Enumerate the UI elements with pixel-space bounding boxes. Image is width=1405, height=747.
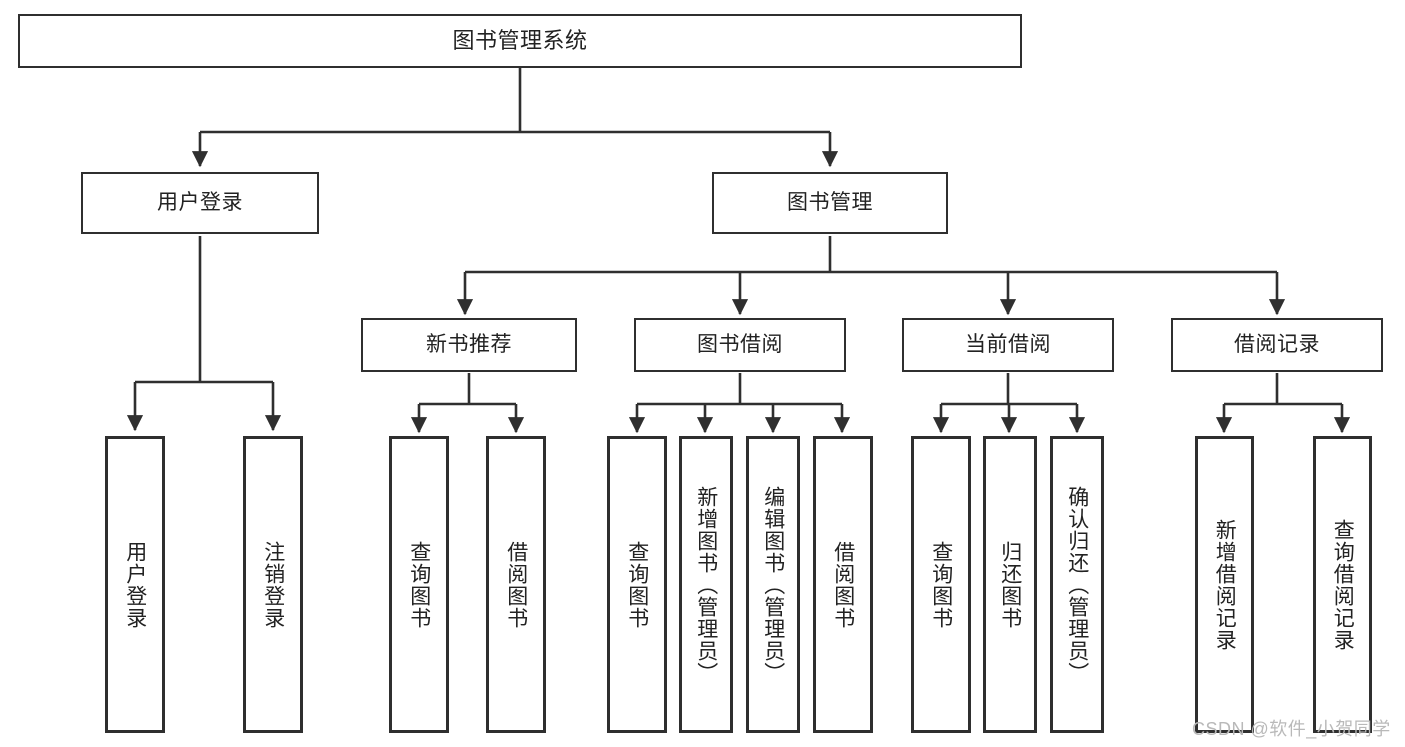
- leaf-current-borrow-query-book[interactable]: 查询图书: [911, 436, 971, 733]
- leaf-user-login-login[interactable]: 用户登录: [105, 436, 165, 733]
- node-label: 用户登录: [123, 540, 147, 629]
- leaf-borrow-record-add-record[interactable]: 新增借阅记录: [1195, 436, 1254, 733]
- leaf-book-borrow-borrow-book[interactable]: 借阅图书: [813, 436, 873, 733]
- node-book-borrow[interactable]: 图书借阅: [634, 318, 846, 372]
- node-label: 当前借阅: [965, 332, 1051, 356]
- node-current-borrow[interactable]: 当前借阅: [902, 318, 1114, 372]
- node-label: 图书借阅: [697, 332, 783, 356]
- leaf-book-borrow-edit-book-admin[interactable]: 编辑图书（管理员）: [746, 436, 800, 733]
- node-label: 查询图书: [929, 540, 953, 629]
- node-label: 图书管理系统: [452, 28, 588, 54]
- node-label: 图书管理: [787, 190, 873, 214]
- node-label: 新增借阅记录: [1213, 518, 1237, 651]
- node-root-book-management-system[interactable]: 图书管理系统: [18, 14, 1022, 68]
- leaf-current-borrow-confirm-return-admin[interactable]: 确认归还（管理员）: [1050, 436, 1104, 733]
- leaf-book-borrow-add-book-admin[interactable]: 新增图书（管理员）: [679, 436, 733, 733]
- node-label: 编辑图书（管理员）: [761, 485, 785, 684]
- node-label: 新增图书（管理员）: [694, 485, 718, 684]
- node-borrow-record[interactable]: 借阅记录: [1171, 318, 1383, 372]
- node-label: 借阅图书: [504, 540, 528, 629]
- node-label: 用户登录: [157, 190, 243, 214]
- leaf-book-borrow-query-book[interactable]: 查询图书: [607, 436, 667, 733]
- node-label: 注销登录: [261, 540, 285, 629]
- leaf-new-book-borrow-book[interactable]: 借阅图书: [486, 436, 546, 733]
- node-label: 查询图书: [625, 540, 649, 629]
- node-label: 新书推荐: [426, 332, 512, 356]
- node-new-book-recommend[interactable]: 新书推荐: [361, 318, 577, 372]
- node-label: 归还图书: [998, 540, 1022, 629]
- leaf-borrow-record-query-record[interactable]: 查询借阅记录: [1313, 436, 1372, 733]
- node-label: 查询图书: [407, 540, 431, 629]
- node-label: 确认归还（管理员）: [1065, 485, 1089, 684]
- leaf-user-login-logout[interactable]: 注销登录: [243, 436, 303, 733]
- leaf-current-borrow-return-book[interactable]: 归还图书: [983, 436, 1037, 733]
- node-book-management[interactable]: 图书管理: [712, 172, 948, 234]
- node-label: 借阅记录: [1234, 332, 1320, 356]
- node-label: 借阅图书: [831, 540, 855, 629]
- leaf-new-book-query-book[interactable]: 查询图书: [389, 436, 449, 733]
- node-label: 查询借阅记录: [1331, 518, 1355, 651]
- csdn-watermark: CSDN @软件_小贺同学: [1192, 719, 1391, 739]
- node-user-login[interactable]: 用户登录: [81, 172, 319, 234]
